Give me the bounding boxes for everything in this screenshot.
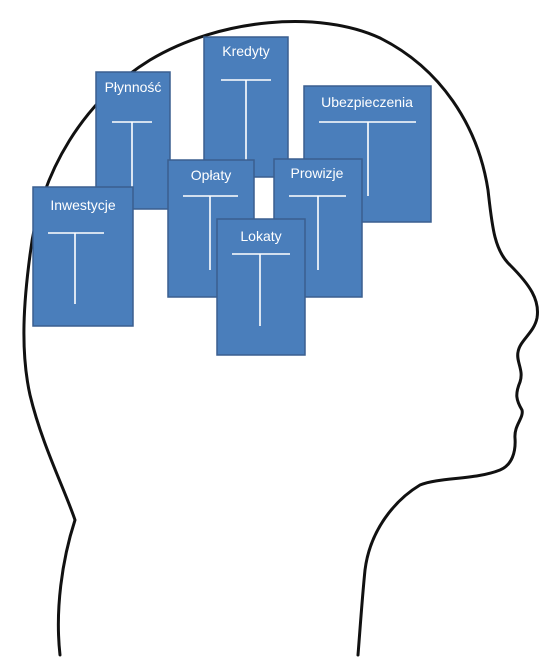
card-label: Prowizje <box>291 165 344 181</box>
card-label: Ubezpieczenia <box>321 94 413 110</box>
card-label: Opłaty <box>191 167 231 183</box>
card-label: Inwestycje <box>50 197 116 213</box>
head-outline <box>22 20 540 657</box>
card-inwestycje: Inwestycje <box>32 186 134 327</box>
card-label: Płynność <box>105 79 162 95</box>
card-label: Lokaty <box>240 228 281 244</box>
card-label: Kredyty <box>222 43 269 59</box>
card-kredyty: Kredyty <box>203 36 289 178</box>
card-lokaty: Lokaty <box>216 218 306 356</box>
